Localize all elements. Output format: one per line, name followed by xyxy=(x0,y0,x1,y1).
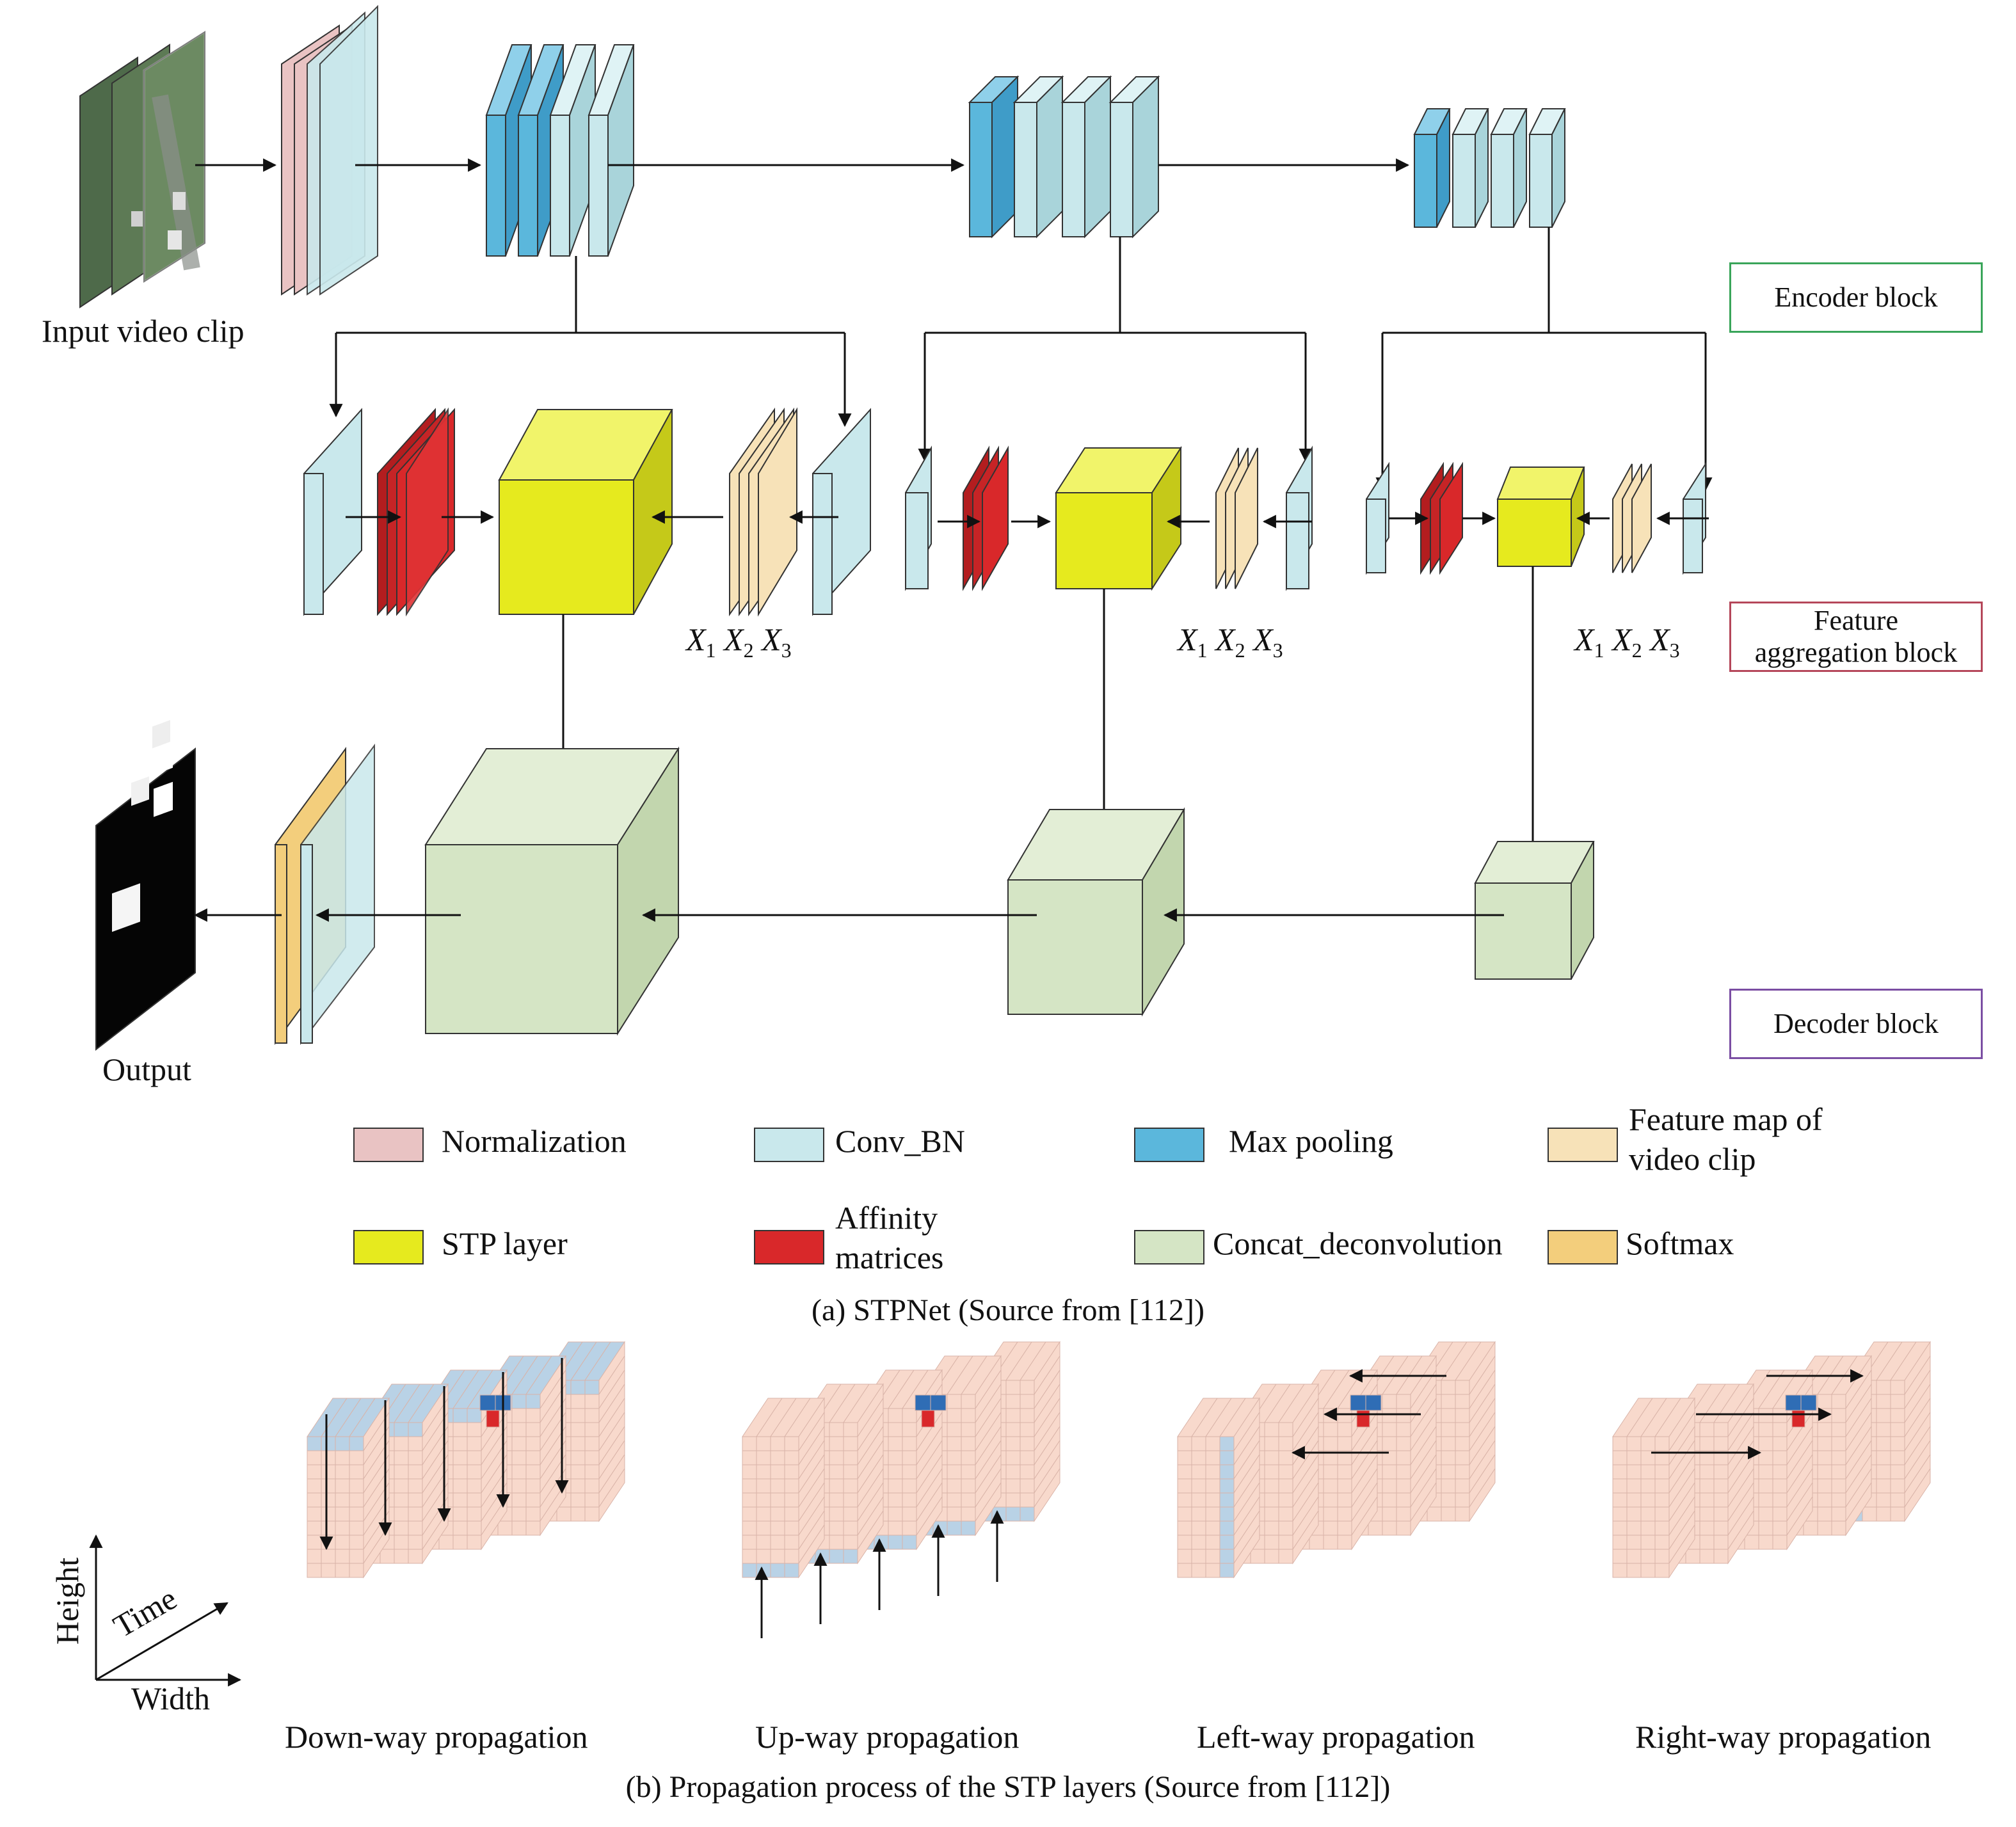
axis-width-label: Width xyxy=(131,1680,210,1716)
prop-label-down: Down-way propagation xyxy=(285,1719,588,1755)
caption-b: (b) Propagation process of the STP layer… xyxy=(625,1770,1391,1804)
feature-group-3 xyxy=(1366,461,1706,575)
legend-softmax: Softmax xyxy=(1626,1225,1734,1261)
legend-affinity-line1: Affinity xyxy=(835,1200,938,1236)
x-labels-group-3: X1 X2 X3 xyxy=(1574,621,1680,662)
prop-label-up: Up-way propagation xyxy=(755,1719,1020,1755)
legend-swatch-normalization xyxy=(353,1128,424,1162)
axis-figure xyxy=(89,1534,242,1687)
grid-left xyxy=(1177,1341,1496,1579)
propagation-grids xyxy=(307,1341,1931,1638)
legend-affinity: Affinity matrices xyxy=(835,1198,943,1277)
x-labels-group-2: X1 X2 X3 xyxy=(1178,621,1283,662)
feature-group-1-arrows xyxy=(346,510,838,792)
output-mask xyxy=(95,720,196,1051)
x-labels-group-1: X1 X2 X3 xyxy=(686,621,792,662)
feature-group-1 xyxy=(303,407,871,617)
prop-label-right: Right-way propagation xyxy=(1635,1719,1932,1755)
feature-label-line1: Feature xyxy=(1814,605,1898,636)
feature-label-line2: aggregation block xyxy=(1754,637,1958,668)
decoder-cube-large xyxy=(424,746,680,1036)
feature-group-2-arrows xyxy=(938,515,1312,837)
feature-aggregation-block-label: Feature aggregation block xyxy=(1729,602,1983,672)
prop-label-left: Left-way propagation xyxy=(1197,1719,1475,1755)
legend-swatch-softmax xyxy=(1548,1230,1618,1265)
legend-feature-map: Feature map of video clip xyxy=(1629,1099,1823,1179)
encoder-block-label: Encoder block xyxy=(1729,262,1983,333)
output-layers xyxy=(275,743,375,1046)
legend-max-pooling: Max pooling xyxy=(1229,1123,1393,1159)
legend-swatch-feature-map xyxy=(1548,1128,1618,1162)
legend-swatch-max-pooling xyxy=(1134,1128,1204,1162)
output-label: Output xyxy=(102,1051,191,1087)
encoder-stage-3 xyxy=(1413,108,1566,228)
legend-swatch-stp-layer xyxy=(353,1230,424,1265)
grid-right xyxy=(1612,1341,1931,1579)
feature-group-3-arrows xyxy=(1389,511,1709,863)
legend-affinity-line2: matrices xyxy=(835,1240,944,1275)
legend-swatch-concat-deconv xyxy=(1134,1230,1204,1265)
encoder-stage-2 xyxy=(968,75,1160,239)
legend-feature-map-line1: Feature map of xyxy=(1629,1101,1823,1137)
feature-group-2 xyxy=(905,445,1313,591)
caption-a: (a) STPNet (Source from [112]) xyxy=(811,1293,1205,1327)
legend-swatch-conv-bn xyxy=(754,1128,824,1162)
decoder-block-label: Decoder block xyxy=(1729,989,1983,1059)
branch-lines xyxy=(329,227,1713,491)
legend-conv-bn: Conv_BN xyxy=(835,1123,965,1159)
legend-feature-map-line2: video clip xyxy=(1629,1141,1756,1177)
legend-normalization: Normalization xyxy=(442,1123,627,1159)
encoder-stage-1 xyxy=(485,44,635,257)
legend-swatch-affinity xyxy=(754,1230,824,1265)
input-video-label: Input video clip xyxy=(42,313,244,349)
decoder-cube-small xyxy=(1474,841,1595,980)
grid-down xyxy=(307,1341,625,1579)
decoder-cube-medium xyxy=(1007,807,1185,1017)
legend-concat-deconv: Concat_deconvolution xyxy=(1213,1225,1503,1261)
input-video-frames xyxy=(79,30,206,308)
axis-height-label: Height xyxy=(49,1558,85,1645)
legend-stp-layer: STP layer xyxy=(442,1225,568,1261)
grid-up xyxy=(742,1341,1060,1638)
input-stack xyxy=(281,4,378,296)
